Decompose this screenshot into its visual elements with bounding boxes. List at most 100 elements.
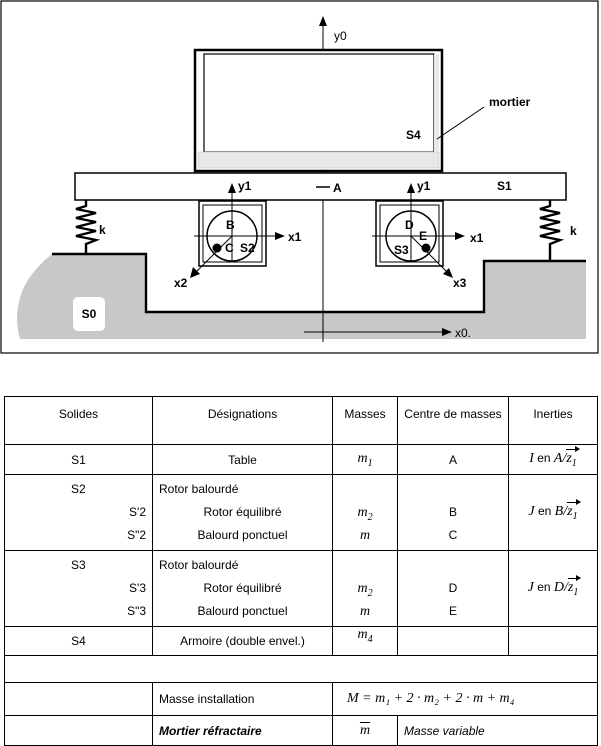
row-installation: Masse installation M = m₁ + 2 · m₂ + 2 ·… — [4, 682, 598, 716]
s4-centre — [397, 626, 509, 656]
s4-designation: Armoire (double envel.) — [152, 626, 333, 656]
s2-sub2-desc: Balourd ponctuel — [197, 528, 288, 542]
point-b-label: B — [226, 218, 235, 232]
x0-label: x0. — [455, 326, 471, 340]
s4-solide: S4 — [4, 626, 153, 656]
mortier-bottom — [197, 151, 440, 169]
ground-s0 — [17, 254, 586, 339]
s2-sub1-centre: B — [448, 505, 457, 519]
row-blank — [4, 655, 598, 683]
s3-sub2-centre: E — [448, 604, 457, 618]
properties-table: Solides Désignations Masses Centre de ma… — [4, 396, 598, 746]
s3-sub1-centre: D — [448, 581, 458, 595]
s1-solide: S1 — [4, 444, 153, 475]
point-c-label: C — [225, 241, 234, 255]
header-masses: Masses — [332, 396, 398, 445]
s2-sub1-masse: m2 — [357, 505, 373, 523]
s2-designation: Rotor balourdé — [159, 482, 239, 496]
x3-label: x3 — [453, 276, 467, 290]
s1-masse: m1 — [332, 444, 398, 475]
s0-label-box — [73, 297, 105, 331]
s2-sub1-code: S'2 — [129, 505, 146, 519]
rotor-s3-housing-outer — [375, 200, 444, 267]
k-left-label: k — [99, 223, 106, 237]
point-a-label: A — [333, 181, 342, 195]
point-d-label: D — [405, 218, 414, 232]
y0-arrowhead — [319, 16, 327, 26]
x2-axis — [194, 235, 233, 274]
y1-right-label: y1 — [417, 179, 431, 193]
row-s4: S4 Armoire (double envel.) m4 — [4, 626, 598, 656]
s2-sub1-desc: Rotor équilibré — [203, 505, 282, 519]
x1-left-arrowhead — [275, 232, 285, 240]
mortier-right — [434, 54, 439, 152]
s3-sub2-masse: m — [359, 604, 371, 619]
rotor-s3-housing-inner — [379, 204, 440, 263]
s3-designation: Rotor balourdé — [159, 558, 239, 572]
row-mortier: Mortier réfractaire m Masse variable — [4, 715, 598, 746]
s3-sub2-desc: Balourd ponctuel — [197, 604, 288, 618]
s2-sub2-centre: C — [448, 528, 458, 542]
x3-arrowhead — [443, 268, 453, 278]
s1-inertie: I en A/z1 — [508, 444, 598, 475]
header-row: Solides Désignations Masses Centre de ma… — [4, 396, 598, 445]
point-c — [212, 243, 222, 253]
y1-right-arrowhead — [407, 183, 415, 193]
mechanical-diagram: S0 y0 x0. S4 mortier A S1 k k y1 x1 x2 B… — [0, 0, 599, 354]
row-s1: S1 Table m1 A I en A/z1 — [4, 444, 598, 475]
x2-label: x2 — [174, 276, 188, 290]
y1-left-arrowhead — [228, 183, 236, 193]
s3-masse-cell: m2 m — [332, 550, 398, 627]
k-right-label: k — [570, 224, 577, 238]
row-s2: S2 S'2 S"2 Rotor balourdé Rotor équilibr… — [4, 474, 598, 551]
s2-solide-cell: S2 S'2 S"2 — [4, 474, 153, 551]
mortier-empty — [4, 715, 153, 746]
mortier-note: Masse variable — [397, 715, 598, 746]
s3-label: S3 — [394, 243, 409, 257]
s2-designation-cell: Rotor balourdé Rotor équilibré Balourd p… — [152, 474, 333, 551]
x1-right-arrowhead — [455, 232, 465, 240]
header-inerties: Inerties — [508, 396, 598, 445]
installation-empty — [4, 682, 153, 716]
s1-label: S1 — [497, 179, 512, 193]
header-centre: Centre de masses — [397, 396, 509, 445]
spring-left — [75, 200, 101, 254]
installation-label: Masse installation — [152, 682, 333, 716]
s2-centre-cell: B C — [397, 474, 509, 551]
x0-arrowhead — [442, 328, 452, 336]
s3-sub1-desc: Rotor équilibré — [203, 581, 282, 595]
s3-inertie: J en D/z1 — [508, 550, 598, 627]
header-solides: Solides — [4, 396, 153, 445]
s3-sub1-code: S'3 — [129, 581, 146, 595]
s3-sub1-masse: m2 — [357, 581, 373, 599]
s2-inertie: J en B/z1 — [508, 474, 598, 551]
ground-contour — [52, 252, 586, 314]
s3-sub2-code: S"3 — [127, 604, 146, 618]
mortier-masse: m — [332, 715, 398, 746]
s4-masse: m4 — [332, 626, 398, 656]
mortier-label: mortier — [489, 95, 531, 109]
header-designations: Désignations — [152, 396, 333, 445]
cabinet-s4-inner — [203, 53, 435, 153]
installation-formula: M = m₁ + 2 · m₂ + 2 · m + m₄ — [332, 682, 598, 716]
x3-axis — [410, 235, 449, 274]
s2-sub2-code: S"2 — [127, 528, 146, 542]
s2-sub2-masse: m — [359, 528, 371, 543]
s3-centre-cell: D E — [397, 550, 509, 627]
spring-right — [539, 200, 565, 261]
row-s3: S3 S'3 S"3 Rotor balourdé Rotor équilibr… — [4, 550, 598, 627]
y0-label: y0 — [334, 29, 347, 43]
s1-designation: Table — [152, 444, 333, 475]
s1-centre: A — [397, 444, 509, 475]
s2-masse-cell: m2 m — [332, 474, 398, 551]
s3-designation-cell: Rotor balourdé Rotor équilibré Balourd p… — [152, 550, 333, 627]
s3-solide-cell: S3 S'3 S"3 — [4, 550, 153, 627]
y1-left-label: y1 — [238, 179, 252, 193]
x2-arrowhead — [190, 267, 200, 278]
s0-label: S0 — [82, 307, 97, 321]
x1-right-label: x1 — [470, 231, 484, 245]
point-e-label: E — [419, 229, 427, 243]
s3-solide: S3 — [71, 558, 86, 572]
s2-solide: S2 — [71, 482, 86, 496]
s4-inertie — [508, 626, 598, 656]
